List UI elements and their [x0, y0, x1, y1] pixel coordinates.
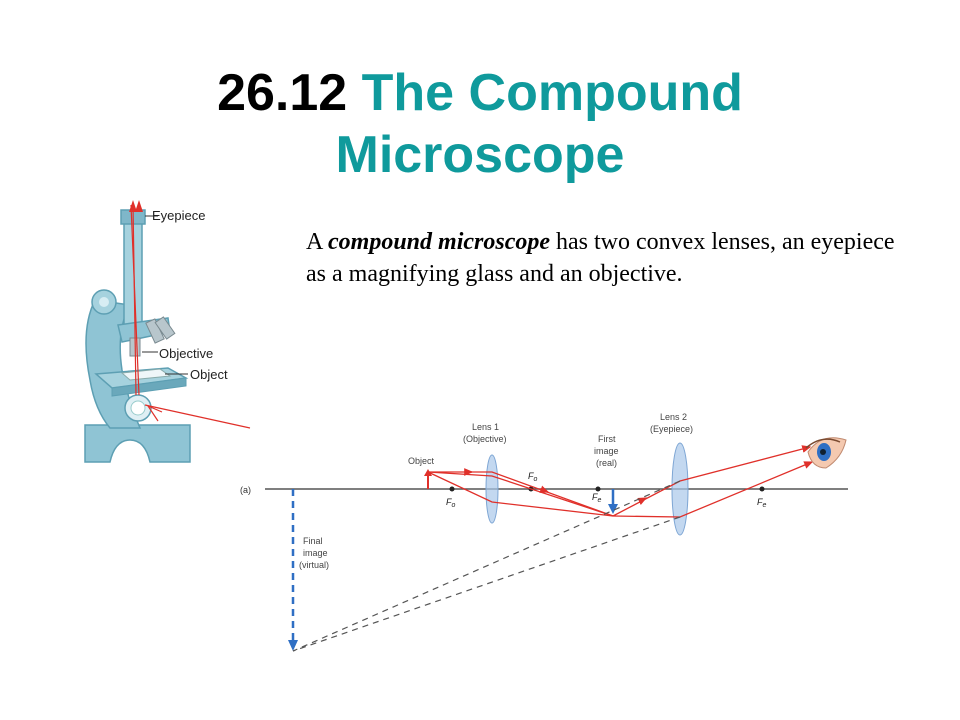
body-emphasis: compound microscope — [328, 229, 551, 255]
label-lens1-line1: Lens 1 — [472, 422, 499, 432]
title-text: The Compound Microscope — [335, 64, 743, 184]
body-suffix: has two convex lenses, an eyepiece as a … — [306, 229, 895, 287]
label-final-image-1: Final — [303, 536, 323, 546]
label-eyepiece: Eyepiece — [152, 208, 205, 223]
title-number: 26.12 — [217, 64, 348, 122]
microscope-leaders — [142, 215, 188, 375]
microscope-rays — [129, 200, 251, 429]
label-final-image-2: image — [303, 548, 328, 558]
microscope-illustration: Eyepiece Objective Object — [84, 200, 251, 463]
body-paragraph: A compound microscope has two convex len… — [306, 226, 906, 290]
label-fo-left: Fo — [446, 497, 456, 509]
rays — [427, 445, 814, 518]
eye-icon — [805, 437, 847, 469]
body-prefix: A — [306, 229, 323, 255]
label-lens2-line1: Lens 2 — [660, 412, 687, 422]
label-fe-left: Fe — [592, 492, 602, 504]
label-fo-right: Fo — [528, 471, 538, 483]
label-lens2-line2: (Eyepiece) — [650, 424, 693, 434]
label-lens1-line2: (Objective) — [463, 434, 507, 444]
label-first-image-2: image — [594, 446, 619, 456]
virtual-rays — [292, 480, 681, 652]
label-object: Object — [408, 456, 435, 466]
label-first-image-1: First — [598, 434, 616, 444]
page-title: 26.12 The Compound Microscope — [80, 62, 880, 186]
lens-2 — [671, 442, 689, 536]
label-final-image-3: (virtual) — [299, 560, 329, 570]
label-objective: Objective — [159, 346, 213, 361]
label-fe-right: Fe — [757, 497, 767, 509]
lens-1 — [485, 454, 499, 524]
label-first-image-3: (real) — [596, 458, 617, 468]
microscope-body — [84, 209, 191, 463]
ray-diagram: (a) — [240, 412, 848, 652]
axis-label: (a) — [240, 485, 251, 495]
label-object: Object — [190, 367, 228, 382]
